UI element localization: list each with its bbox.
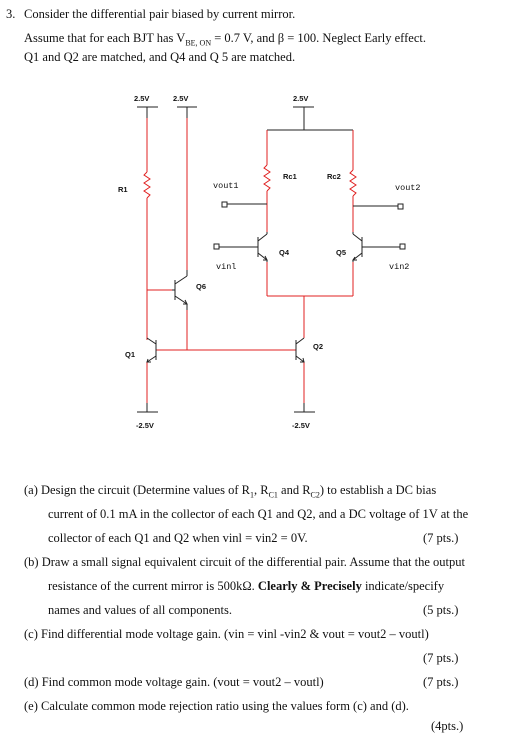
- transistor-q6-label: Q6: [196, 282, 207, 291]
- problem-intro: Consider the differential pair biased by…: [24, 7, 296, 21]
- problem-number: 3.: [6, 7, 16, 21]
- supply-label-r1: 2.5V: [134, 94, 150, 103]
- neg-supply-label-q2: -2.5V: [292, 421, 310, 430]
- resistor-rc1-label: Rc1: [283, 172, 297, 181]
- part-e-line1: (e) Calculate common mode rejection rati…: [24, 699, 409, 713]
- neg-supply-label-q1: -2.5V: [136, 421, 154, 430]
- r1-subscript: 1: [249, 490, 254, 500]
- part-a-line1: (a) Design the circuit (Determine values…: [24, 482, 436, 504]
- part-b-text: resistance of the current mirror is 500k…: [48, 579, 258, 593]
- node-vin2-label: vin2: [389, 262, 410, 272]
- transistor-q5-label: Q5: [336, 248, 347, 257]
- node-vout1-label: vout1: [213, 181, 239, 191]
- part-c-points: (7 pts.): [423, 651, 459, 665]
- transistor-q4-label: Q4: [279, 248, 290, 257]
- part-b-line3: names and values of all components.: [48, 603, 232, 617]
- part-a-text-b: , R: [253, 483, 269, 497]
- transistor-q1-label: Q1: [125, 350, 136, 359]
- part-a-text: (a) Design the circuit (Determine values…: [24, 483, 250, 497]
- part-e-points: (4pts.): [431, 719, 464, 733]
- part-b-points: (5 pts.): [423, 603, 459, 617]
- resistor-r1-label: R1: [118, 185, 128, 194]
- part-b-line2: resistance of the current mirror is 500k…: [48, 578, 444, 594]
- part-a-line3: collector of each Q1 and Q2 when vinl = …: [48, 531, 308, 545]
- part-a-points: (7 pts.): [423, 531, 459, 545]
- part-a-text-d: ) to establish a DC bias: [319, 483, 437, 497]
- part-b-line1: (b) Draw a small signal equivalent circu…: [24, 555, 465, 569]
- assumption-line: Assume that for each BJT has VBE, ON = 0…: [24, 30, 426, 52]
- supply-label-diff: 2.5V: [293, 94, 309, 103]
- part-a-text-c: and R: [277, 483, 311, 497]
- part-d-line1: (d) Find common mode voltage gain. (vout…: [24, 675, 324, 689]
- node-vout2-label: vout2: [395, 183, 421, 193]
- matched-line: Q1 and Q2 are matched, and Q4 and Q 5 ar…: [24, 50, 296, 64]
- part-c-line1: (c) Find differential mode voltage gain.…: [24, 627, 429, 641]
- supply-label-q6: 2.5V: [173, 94, 189, 103]
- assumption-rest: = 0.7 V, and β = 100. Neglect Early effe…: [211, 31, 426, 45]
- rc1-subscript: C1: [268, 490, 278, 500]
- transistor-q2-label: Q2: [313, 342, 324, 351]
- resistor-rc2-label: Rc2: [327, 172, 341, 181]
- vbe-subscript: BE, ON: [185, 38, 212, 48]
- part-b-text-c: indicate/specify: [361, 579, 445, 593]
- part-a-line2: current of 0.1 mA in the collector of ea…: [48, 507, 469, 521]
- node-vin1-label: vinl: [216, 262, 237, 272]
- rc2-subscript: C2: [310, 490, 320, 500]
- part-d-points: (7 pts.): [423, 675, 459, 689]
- part-b-emphasis: Clearly & Precisely: [257, 579, 362, 593]
- assumption-text: Assume that for each BJT has V: [24, 31, 186, 45]
